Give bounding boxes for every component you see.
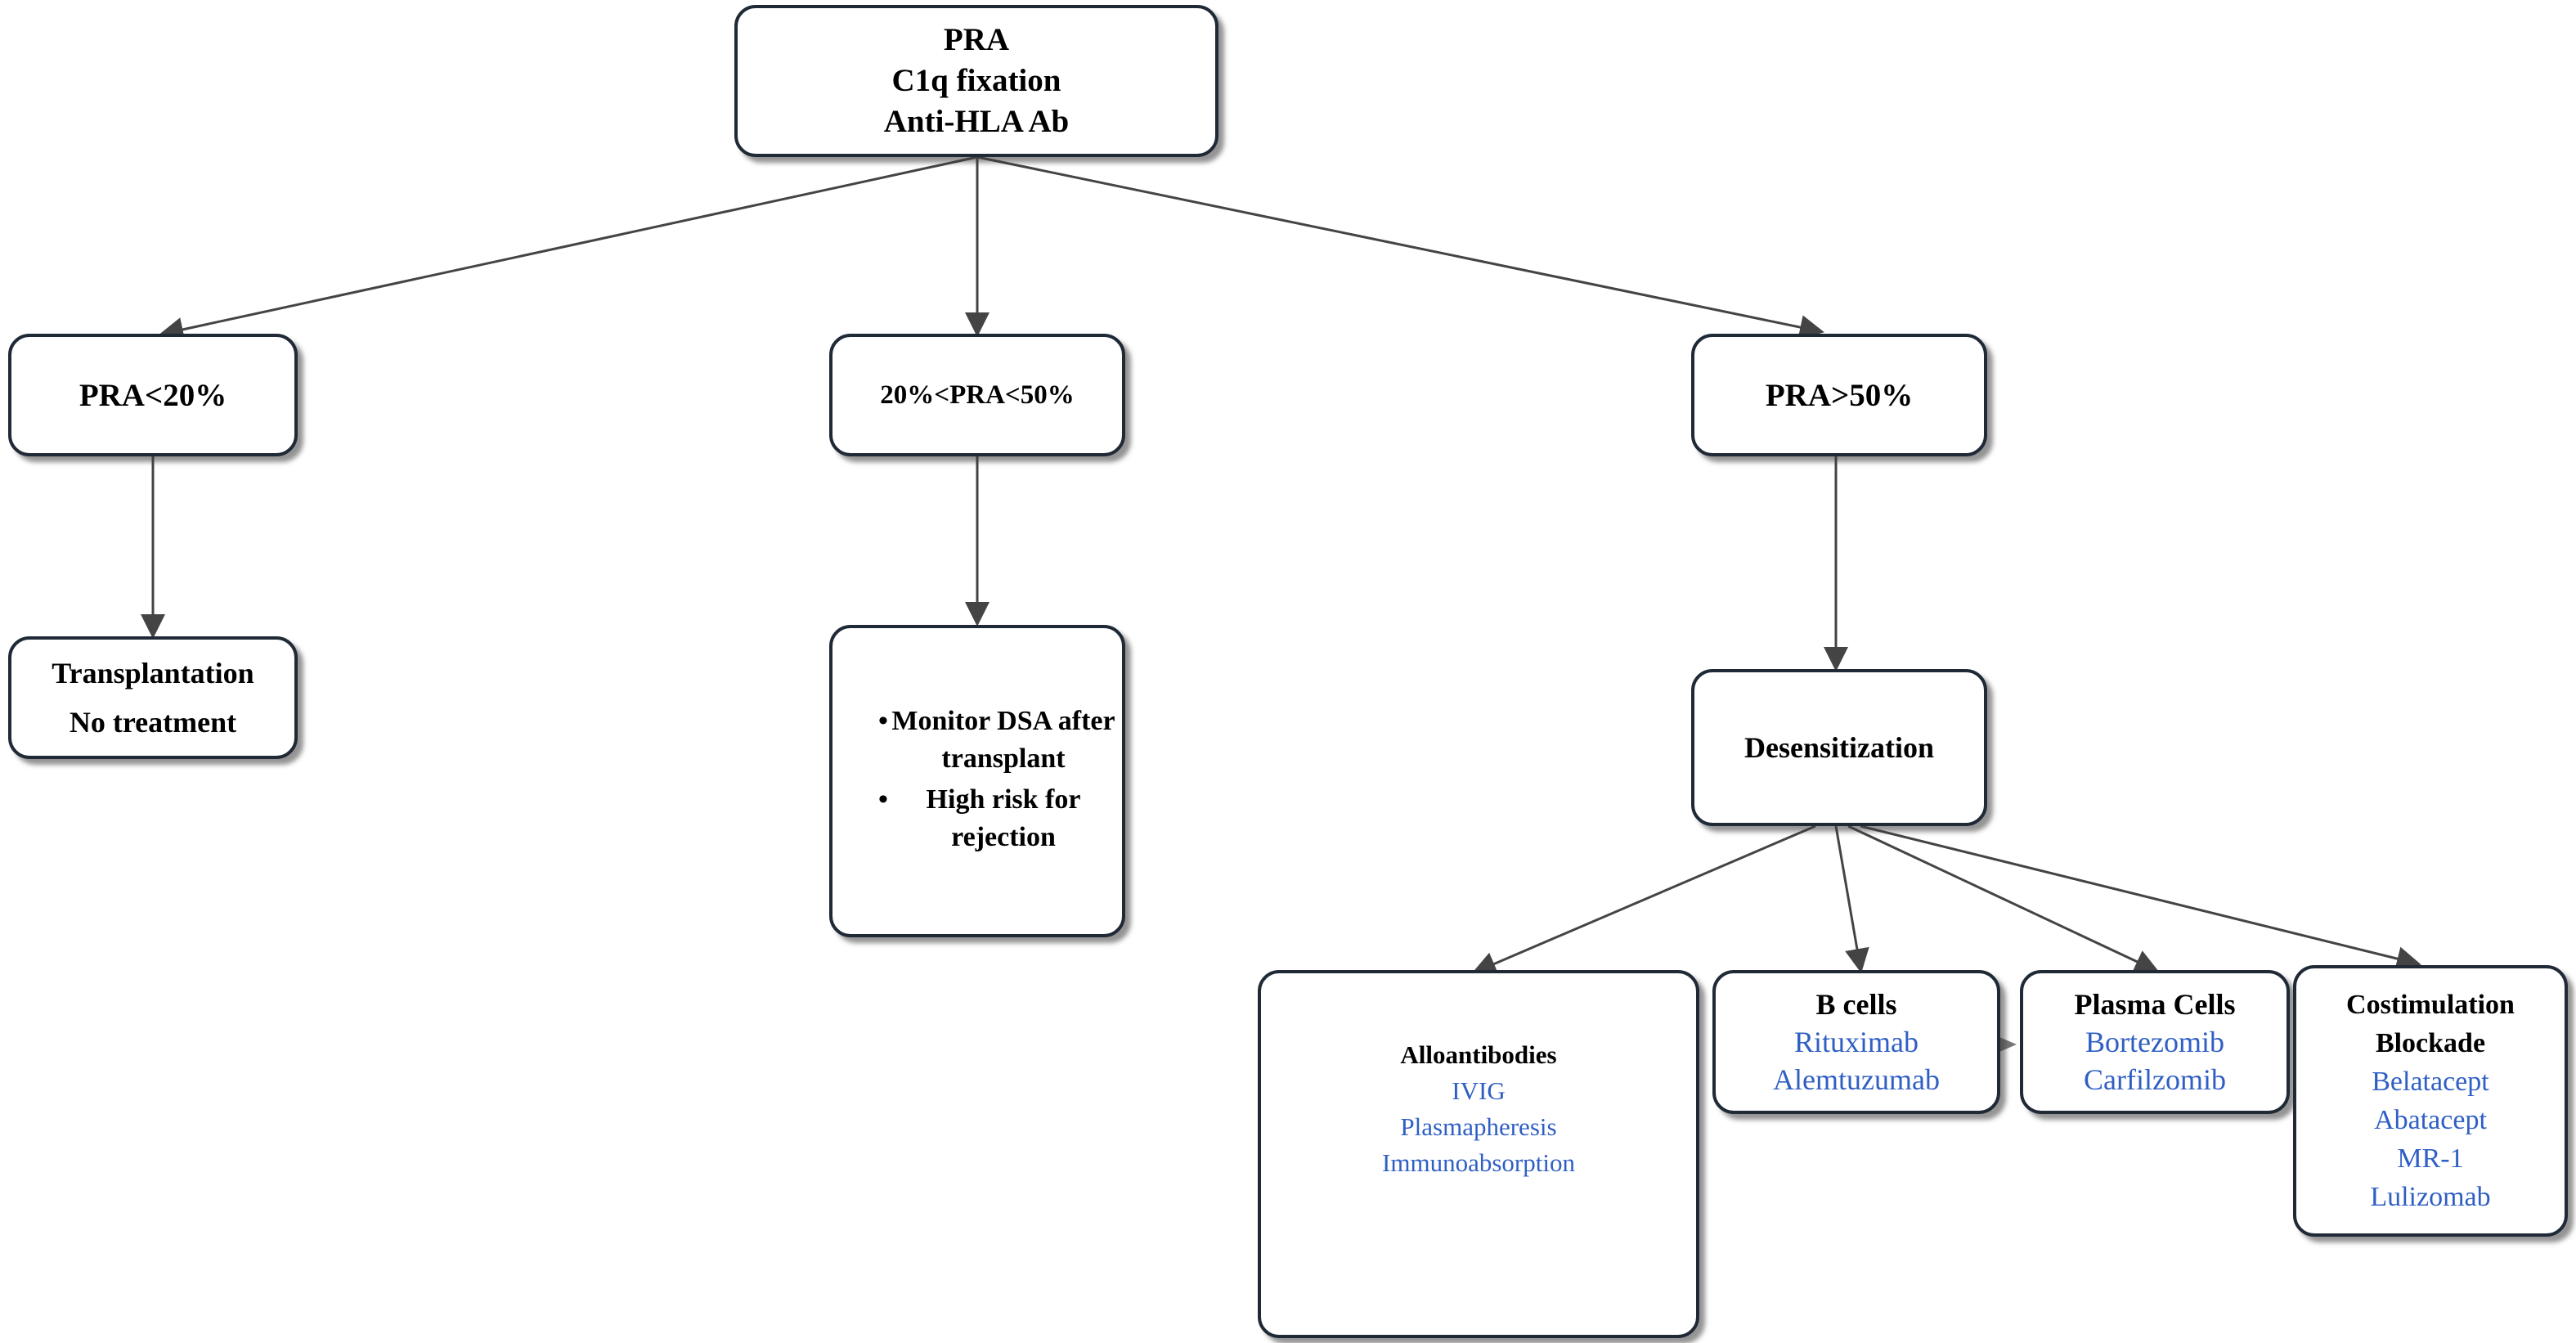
alloantibodies-drug-3: Immunoabsorption <box>1382 1148 1575 1177</box>
desensitization-node: Desensitization <box>1691 669 1987 826</box>
arrow-desensitization-to-plasma-cells <box>1847 824 2160 973</box>
mid-outcome-node: • Monitor DSA after transplant • High ri… <box>829 625 1125 937</box>
arrow-desensitization-to-costimulation <box>1860 824 2421 971</box>
costimulation-drug-1: Belatacept <box>2372 1067 2489 1097</box>
list-item: • Monitor DSA after transplant <box>832 703 1122 778</box>
plasma-cells-title: Plasma Cells <box>2074 988 2236 1021</box>
alloantibodies-drug-2: Plasmapheresis <box>1400 1112 1557 1141</box>
b-cells-drug-2: Alemtuzumab <box>1773 1063 1940 1096</box>
arrow-desensitization-to-b-cells <box>1834 825 1869 973</box>
root-line-3: Anti-HLA Ab <box>883 104 1070 139</box>
mid-outcome-list: • Monitor DSA after transplant • High ri… <box>832 703 1122 860</box>
pra-low-node: PRA<20% <box>8 334 298 456</box>
b-cells-node: B cells Rituximab Alemtuzumab <box>1712 970 2000 1114</box>
costimulation-drug-2: Abatacept <box>2374 1105 2487 1135</box>
bullet-icon: • <box>878 706 888 736</box>
low-outcome-node: Transplantation No treatment <box>8 636 298 759</box>
low-outcome-line-1: Transplantation <box>52 657 254 689</box>
plasma-cells-drug-1: Bortezomib <box>2085 1026 2224 1058</box>
b-cells-drug-1: Rituximab <box>1794 1026 1919 1058</box>
costimulation-drug-4: Lulizomab <box>2370 1182 2491 1212</box>
pra-high-label: PRA>50% <box>1765 377 1914 413</box>
list-item: • High risk for rejection <box>832 781 1122 856</box>
bullet-icon: • <box>878 784 888 815</box>
pra-mid-label: 20%<PRA<50% <box>880 380 1075 410</box>
root-line-1: PRA <box>943 22 1010 57</box>
pra-low-label: PRA<20% <box>79 377 227 413</box>
costimulation-title-1: Costimulation <box>2346 990 2515 1020</box>
root-node: PRA C1q fixation Anti-HLA Ab <box>734 5 1218 157</box>
pra-mid-node: 20%<PRA<50% <box>829 334 1125 456</box>
alloantibodies-node: Alloantibodies IVIG Plasmapheresis Immun… <box>1258 970 1699 1338</box>
mid-outcome-bullet-1: Monitor DSA after transplant <box>891 706 1115 774</box>
pra-high-node: PRA>50% <box>1691 334 1987 456</box>
root-line-2: C1q fixation <box>891 63 1061 98</box>
costimulation-drug-3: MR-1 <box>2397 1143 2464 1174</box>
costimulation-title-2: Blockade <box>2375 1028 2486 1058</box>
alloantibodies-drug-1: IVIG <box>1452 1076 1506 1105</box>
plasma-cells-drug-2: Carfilzomib <box>2084 1063 2226 1096</box>
small-connector-triangle <box>1999 1037 2017 1052</box>
costimulation-node: Costimulation Blockade Belatacept Abatac… <box>2293 965 2568 1237</box>
low-outcome-line-2: No treatment <box>69 706 237 739</box>
desensitization-label: Desensitization <box>1744 731 1934 764</box>
b-cells-title: B cells <box>1815 988 1897 1021</box>
arrow-root-to-low <box>159 155 978 342</box>
alloantibodies-title: Alloantibodies <box>1400 1040 1557 1069</box>
mid-outcome-bullet-2: High risk for rejection <box>926 784 1081 852</box>
plasma-cells-node: Plasma Cells Bortezomib Carfilzomib <box>2020 970 2290 1114</box>
arrow-desensitization-to-alloantibodies <box>1471 824 1816 976</box>
arrow-root-to-high <box>976 155 1824 339</box>
